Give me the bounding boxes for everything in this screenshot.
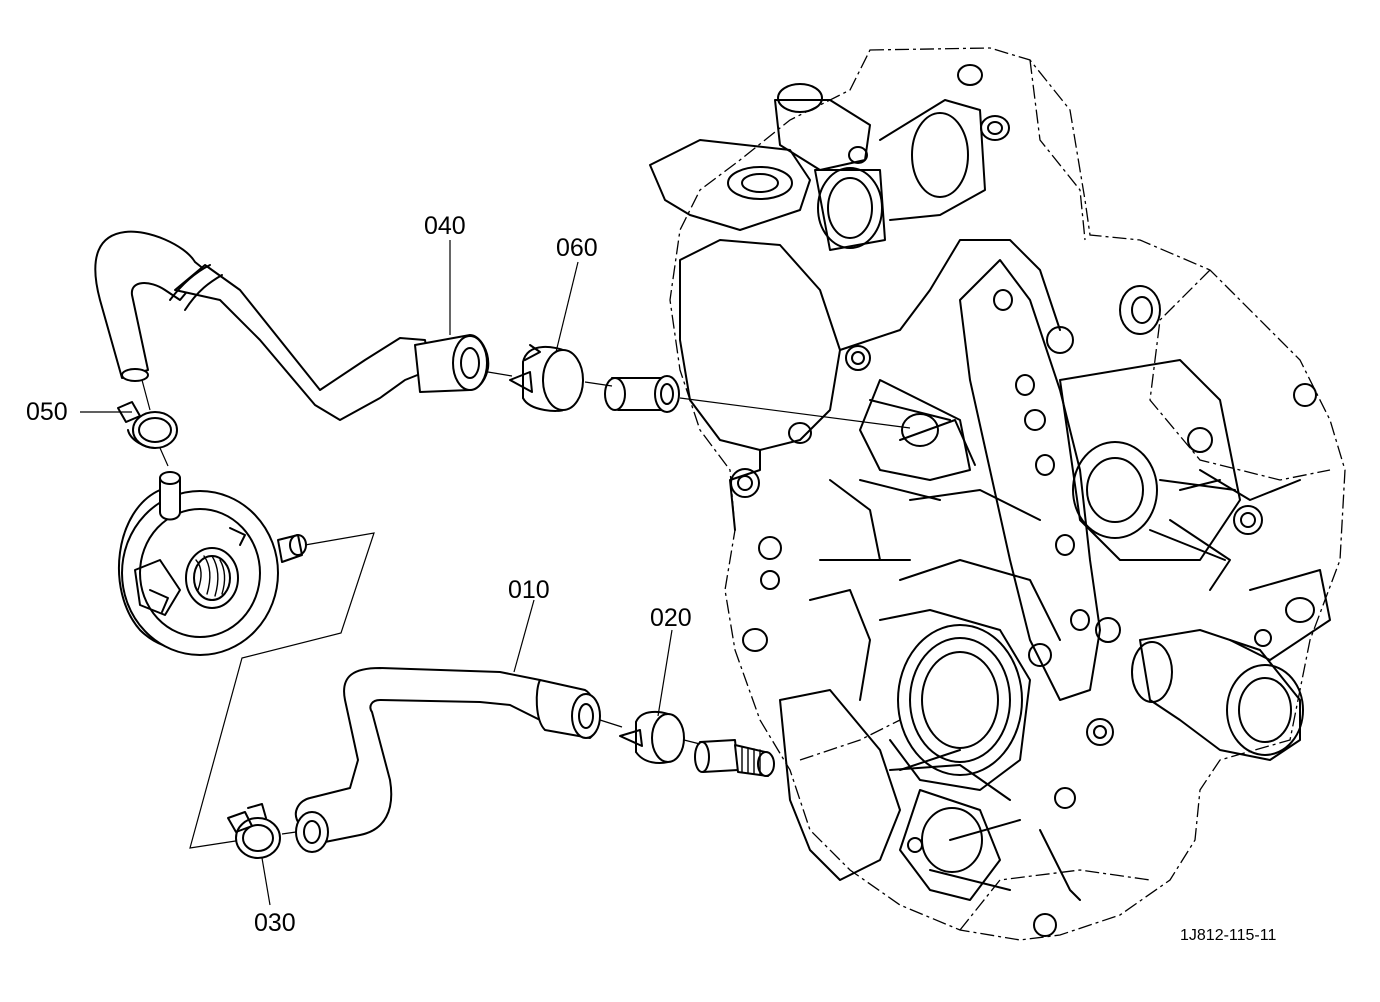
- centerline-bottom: [281, 831, 297, 835]
- threaded-fitting: [694, 739, 775, 777]
- engine-gear-case: [649, 47, 1346, 941]
- centerline-lower: [599, 719, 701, 745]
- lower-hose: [294, 667, 601, 853]
- upper-hose: [94, 230, 490, 421]
- centerline-upper: [487, 371, 911, 429]
- clamp-050: [117, 401, 178, 449]
- part-label-040: 040: [424, 212, 466, 240]
- alignment-frame: [189, 532, 375, 849]
- part-leaders: [80, 240, 673, 906]
- oil-cooler: [118, 471, 307, 656]
- part-label-020: 020: [650, 604, 692, 632]
- drawing-code: 1J812-115-11: [1180, 927, 1277, 944]
- part-label-010: 010: [508, 576, 550, 604]
- part-label-060: 060: [556, 234, 598, 262]
- clamp-060: [509, 344, 584, 412]
- clamp-020: [619, 710, 685, 764]
- centerline-left: [141, 379, 169, 467]
- part-label-050: 050: [26, 398, 68, 426]
- clamp-030: [227, 803, 281, 859]
- part-label-030: 030: [254, 909, 296, 937]
- pipe-stub: [604, 375, 680, 413]
